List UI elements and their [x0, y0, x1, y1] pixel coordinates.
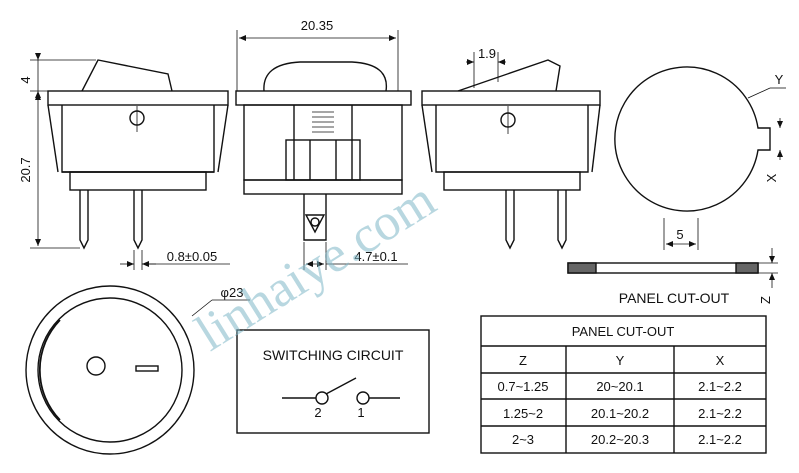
table-cell: 1.25~2 — [503, 406, 543, 421]
top-view — [25, 285, 195, 455]
dim-y-label: Y — [775, 72, 784, 87]
table-header-z: Z — [519, 353, 527, 368]
dimension-lines — [30, 30, 786, 317]
table-cell: 0.7~1.25 — [498, 379, 549, 394]
dim-offset: 1.9 — [478, 46, 496, 61]
table-cell: 2.1~2.2 — [698, 406, 742, 421]
table-header-y: Y — [616, 353, 625, 368]
table-cell: 20.1~20.2 — [591, 406, 649, 421]
terminal-1-label: 1 — [357, 405, 364, 420]
table-cell: 2~3 — [512, 432, 534, 447]
table-cell: 2.1~2.2 — [698, 432, 742, 447]
dim-pin-width: 0.8±0.05 — [167, 249, 218, 264]
switching-circuit-box — [236, 329, 430, 434]
dim-tab-width: 4.7±0.1 — [354, 249, 397, 264]
panel-section — [567, 262, 778, 274]
dim-diameter: φ23 — [221, 285, 244, 300]
switching-circuit-title: SWITCHING CIRCUIT — [263, 347, 404, 363]
table-cell: 20~20.1 — [596, 379, 643, 394]
panel-cutout-caption: PANEL CUT-OUT — [619, 290, 730, 306]
table-title: PANEL CUT-OUT — [572, 324, 675, 339]
dim-notch-width: 5 — [676, 227, 683, 242]
dim-x-label: X — [764, 173, 779, 182]
side-view-right — [421, 59, 601, 250]
table-cell: 20.2~20.3 — [591, 432, 649, 447]
side-view-left — [47, 59, 229, 250]
dim-cap-height: 4 — [18, 76, 33, 83]
dim-body-height: 20.7 — [18, 157, 33, 182]
table-cell: 2.1~2.2 — [698, 379, 742, 394]
watermark: linhaiye.com — [186, 171, 445, 362]
dim-top-width: 20.35 — [301, 18, 334, 33]
dim-z-label: Z — [758, 296, 773, 304]
terminal-2-label: 2 — [314, 405, 321, 420]
front-view — [235, 61, 412, 241]
panel-cutout-shape — [614, 66, 771, 250]
table-header-x: X — [716, 353, 725, 368]
panel-cutout-table — [480, 315, 767, 454]
